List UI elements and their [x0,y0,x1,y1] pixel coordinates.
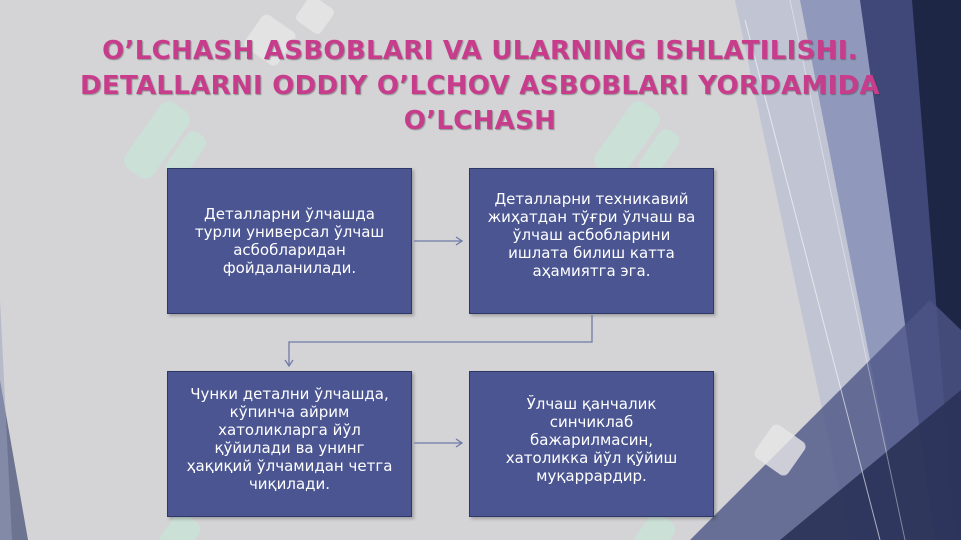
diagram-box-2: Деталларни техникавий жиҳатдан тўғри ўлч… [469,168,714,314]
box-text-line: чиқилади. [248,475,331,493]
right-facet [780,390,961,540]
slide-title-line: O’LCHASH ASBOBLARI VA ULARNING ISHLATILI… [102,36,858,66]
box-text-line: аҳамиятга эга. [532,262,651,280]
box-text-line: фойдаланилади. [222,259,357,277]
box-text-line: синчиклаб [549,413,634,431]
box-text-line: ҳақиқий ўлчамидан четга [186,457,393,475]
right-facet-line [744,19,881,540]
diagram-box-1: Деталларни ўлчашда турли универсал ўлчаш… [167,168,412,314]
box-text-line: кўпинча айрим [229,403,350,421]
diagram-box-text: Ўлчаш қанчалик синчиклаб бажарилмасин, х… [506,395,678,485]
box-text-line: асбобларидан [233,241,346,259]
slide-title-line: DETALLARNI ODDIY O’LCHOV ASBOBLARI YORDA… [80,71,880,101]
box-text-line: Чунки детални ўлчашда, [190,385,389,403]
diagram-box-text: Чунки детални ўлчашда, кўпинча айрим хат… [187,385,393,493]
box-text-line: Ўлчаш қанчалик [526,395,657,413]
box-text-line: жиҳатдан тўғри ўлчаш ва [487,208,696,226]
box-text-line: ишлата билиш катта [508,244,675,262]
slide-title-line: O’LCHASH [403,106,557,136]
diagram-box-3: Чунки детални ўлчашда, кўпинча айрим хат… [167,371,412,517]
diagram-box-text: Деталларни техникавий жиҳатдан тўғри ўлч… [488,190,696,280]
box-text-line: ўлчаш асбобларини [512,226,671,244]
left-edge-accent [0,300,12,540]
box-text-line: қўйилади ва унинг [214,439,365,457]
box-text-line: Деталларни техникавий [494,190,689,208]
box-text-line: бажарилмасин, [529,431,654,449]
diagram-box-text: Деталларни ўлчашда турли универсал ўлчаш… [195,205,384,277]
box-text-line: турли универсал ўлчаш [194,223,385,241]
watermark [244,0,806,476]
box-text-line: хатоликка йўл қўйиш [505,449,678,467]
box-text-line: муқаррардир. [536,467,647,485]
slide-title: O’LCHASH ASBOBLARI VA ULARNING ISHLATILI… [50,34,910,139]
box-text-line: хатоликларга йўл [218,421,361,439]
diagram-box-4: Ўлчаш қанчалик синчиклаб бажарилмасин, х… [469,371,714,517]
box-text-line: Деталларни ўлчашда [204,205,375,223]
right-facet-line [789,0,906,540]
watermark [124,101,680,540]
